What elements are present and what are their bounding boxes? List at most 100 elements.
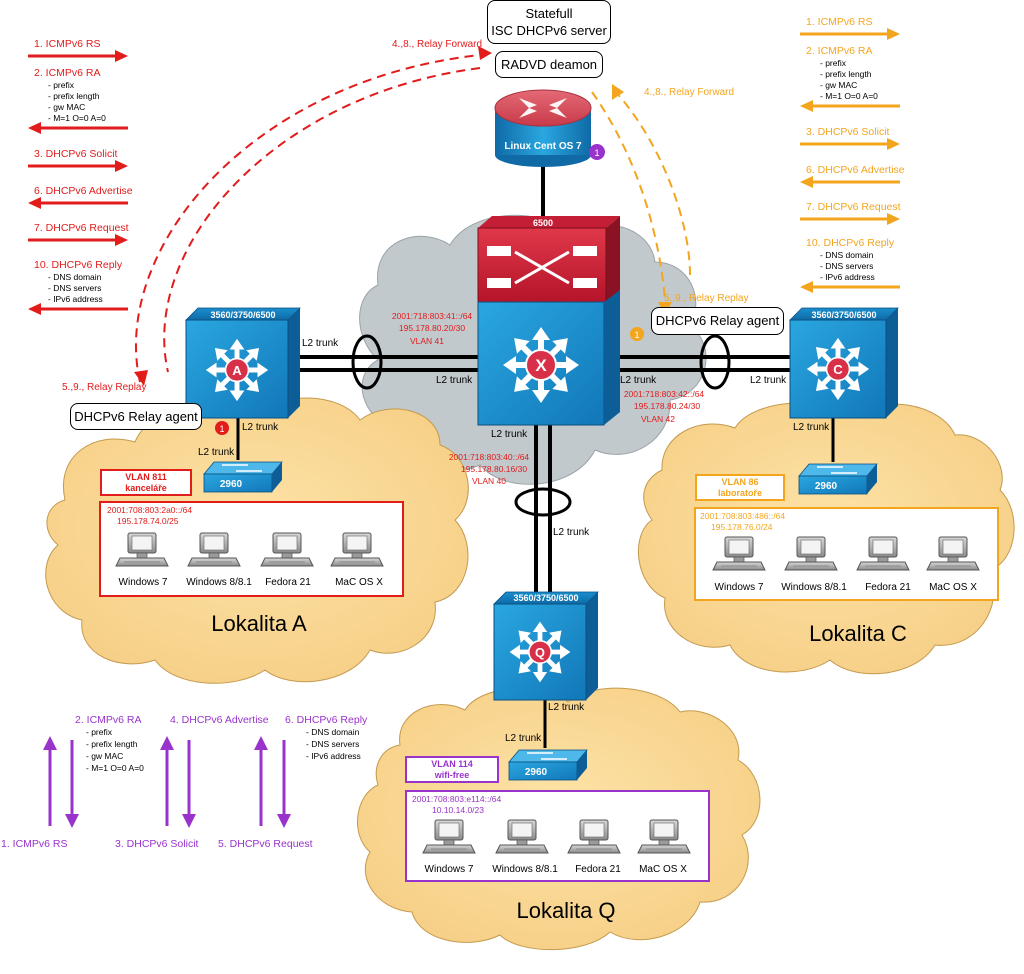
site-c-switch-model: 3560/3750/6500 bbox=[811, 310, 876, 320]
site-c-vlan-name: laboratoře bbox=[718, 488, 762, 498]
q-ra-sub-4: - M=1 O=0 A=0 bbox=[86, 763, 144, 773]
site-q-switch-model: 3560/3750/6500 bbox=[513, 593, 578, 603]
site-a-relay-replay: 5.,9., Relay Replay bbox=[62, 382, 147, 393]
site-c-msg-4: 6. DHCPv6 Advertise bbox=[806, 164, 905, 176]
site-a-msg-6-detail-1: - DNS domain bbox=[48, 272, 102, 282]
site-c-badge-number: 1 bbox=[634, 330, 639, 340]
site-q-name: Lokalita Q bbox=[516, 898, 615, 923]
router-badge-number: 1 bbox=[594, 148, 599, 158]
site-a-msg-1-arrowhead bbox=[115, 50, 128, 62]
trunk-label-core-c: L2 trunk bbox=[620, 375, 657, 386]
site-c-msg-2-detail-3: - gw MAC bbox=[820, 80, 857, 90]
site-c-msg-6-arrowhead bbox=[800, 281, 813, 293]
site-a-msg-6: 10. DHCPv6 Reply bbox=[34, 259, 123, 271]
link-q-ipv6: 2001:718:803:40::/64 bbox=[449, 452, 530, 462]
trunk-label-q-access-top: L2 trunk bbox=[548, 702, 585, 713]
site-a-msg-2-detail-3: - gw MAC bbox=[48, 102, 85, 112]
site-q-host-4: MaC OS X bbox=[639, 864, 687, 875]
link-a-ipv4: 195.178.80.20/30 bbox=[399, 323, 465, 333]
site-c-name: Lokalita C bbox=[809, 621, 907, 646]
site-c-switch-letter: C bbox=[833, 362, 843, 377]
q-msg-rs: 1. ICMPv6 RS bbox=[1, 838, 68, 850]
site-a-host-3: Fedora 21 bbox=[265, 577, 311, 588]
site-q-host-3: Fedora 21 bbox=[575, 864, 621, 875]
site-c-hosts: 2001:708:803:486::/64 195.178.76.0/24 Wi… bbox=[694, 507, 999, 601]
site-c-msg-1-arrowhead bbox=[887, 28, 900, 40]
trunk-label-a-access-top: L2 trunk bbox=[242, 422, 279, 433]
site-c-vlan-id: VLAN 86 bbox=[721, 477, 758, 487]
site-a-msg-2-detail-2: - prefix length bbox=[48, 91, 100, 101]
link-c-vlan: VLAN 42 bbox=[641, 414, 675, 424]
site-a-host-4: MaC OS X bbox=[335, 577, 383, 588]
site-c-badge bbox=[630, 327, 644, 341]
site-a-vlan-name: kanceláře bbox=[125, 483, 167, 493]
trunk-label-c-access: L2 trunk bbox=[793, 422, 830, 433]
site-q-access-switch: 2960 bbox=[508, 749, 588, 781]
site-q-message-flow: 1. ICMPv6 RS 2. ICMPv6 RA 3. DHCPv6 Soli… bbox=[1, 714, 368, 850]
site-c-msg-6: 10. DHCPv6 Reply bbox=[806, 237, 895, 249]
trunk-label-q-access-bottom: L2 trunk bbox=[505, 733, 542, 744]
site-c-message-flow: 1. ICMPv6 RS2. ICMPv6 RA- prefix- prefix… bbox=[800, 16, 905, 293]
dhcp-server-label-line1: Statefull bbox=[525, 6, 573, 21]
site-a-access-switch: 2960 bbox=[203, 461, 283, 493]
q-msg-advertise: 4. DHCPv6 Advertise bbox=[170, 714, 269, 726]
q-reply-sub-3: - IPv6 address bbox=[306, 751, 361, 761]
site-c-vlan-box: VLAN 86 laboratoře bbox=[695, 474, 785, 501]
link-c-ipv4: 195.178.80.24/30 bbox=[634, 401, 700, 411]
site-a-switch-model: 3560/3750/6500 bbox=[210, 310, 275, 320]
trunk-labels: L2 trunk L2 trunk L2 trunk L2 trunk L2 t… bbox=[198, 338, 830, 744]
site-c-msg-2-detail-2: - prefix length bbox=[820, 69, 872, 79]
site-c-msg-6-detail-2: - DNS servers bbox=[820, 261, 873, 271]
core-switch-letter: X bbox=[535, 356, 547, 375]
site-a-relay-agent-box: DHCPv6 Relay agent bbox=[70, 403, 202, 430]
site-a-name: Lokalita A bbox=[211, 611, 307, 636]
link-addressing: 2001:718:803:41::/64 195.178.80.20/30 VL… bbox=[392, 311, 705, 486]
site-a-msg-5: 7. DHCPv6 Request bbox=[34, 222, 129, 234]
q-reply-sub-2: - DNS servers bbox=[306, 739, 359, 749]
site-c-msg-2-arrowhead bbox=[800, 100, 813, 112]
site-a-msg-4: 6. DHCPv6 Advertise bbox=[34, 185, 133, 197]
core-switch-x: X bbox=[477, 290, 620, 426]
site-c-ipv6-prefix: 2001:708:803:486::/64 bbox=[700, 511, 785, 521]
site-c-relay-agent-box: DHCPv6 Relay agent bbox=[651, 307, 784, 335]
trunk-label-c-core: L2 trunk bbox=[750, 375, 787, 386]
site-q-host-2: Windows 8/8.1 bbox=[492, 864, 558, 875]
site-c-access-switch-label: 2960 bbox=[815, 481, 838, 492]
site-q-ipv6-prefix: 2001:708:803:e114::/64 bbox=[412, 794, 501, 804]
router-label: Linux Cent OS 7 bbox=[504, 141, 582, 152]
site-c-access-switch: 2960 bbox=[798, 463, 878, 495]
site-c-host-4: MaC OS X bbox=[929, 582, 977, 593]
router-badge bbox=[589, 144, 605, 160]
q-reply-sub-1: - DNS domain bbox=[306, 727, 360, 737]
site-c-msg-1: 1. ICMPv6 RS bbox=[806, 16, 873, 28]
site-a-relay-agent-label: DHCPv6 Relay agent bbox=[74, 409, 198, 424]
radvd-label: RADVD deamon bbox=[500, 57, 598, 72]
link-c-ipv6: 2001:718:803:42::/64 bbox=[624, 389, 705, 399]
site-a-msg-6-arrowhead bbox=[28, 303, 41, 315]
link-q-ipv4: 195.178.80.16/30 bbox=[461, 464, 527, 474]
site-c-msg-5: 7. DHCPv6 Request bbox=[806, 201, 901, 213]
core-top-label: 6500 bbox=[533, 218, 553, 228]
site-q-ipv4-prefix: 10.10.14.0/23 bbox=[432, 805, 484, 815]
site-a-msg-2-arrowhead bbox=[28, 122, 41, 134]
site-a-replay-arrowhead bbox=[134, 370, 148, 386]
site-c-host-2: Windows 8/8.1 bbox=[781, 582, 847, 593]
site-q-host-1: Windows 7 bbox=[425, 864, 474, 875]
site-a-msg-6-detail-3: - IPv6 address bbox=[48, 294, 103, 304]
site-c-msg-2: 2. ICMPv6 RA bbox=[806, 45, 873, 57]
site-a-msg-5-arrowhead bbox=[115, 234, 128, 246]
site-c-relay-forward: 4.,8., Relay Forward bbox=[644, 87, 734, 98]
q-msg-reply: 6. DHCPv6 Reply bbox=[285, 714, 368, 726]
linux-router: Linux Cent OS 7 bbox=[494, 89, 592, 167]
site-a-vlan-box: VLAN 811 kanceláře bbox=[100, 469, 192, 496]
site-c-relay-replay: 5.,9., Relay Replay bbox=[664, 293, 749, 304]
q-ra-sub-2: - prefix length bbox=[86, 739, 138, 749]
site-c-host-3: Fedora 21 bbox=[865, 582, 911, 593]
site-q-vlan-box: VLAN 114 wifi-free bbox=[405, 756, 499, 783]
q-msg-solicit: 3. DHCPv6 Solicit bbox=[115, 838, 199, 850]
q-ra-sub-3: - gw MAC bbox=[86, 751, 123, 761]
trunk-label-core-q: L2 trunk bbox=[491, 429, 528, 440]
site-c-ipv4-prefix: 195.178.76.0/24 bbox=[711, 522, 773, 532]
trunk-label-q-core: L2 trunk bbox=[553, 527, 590, 538]
